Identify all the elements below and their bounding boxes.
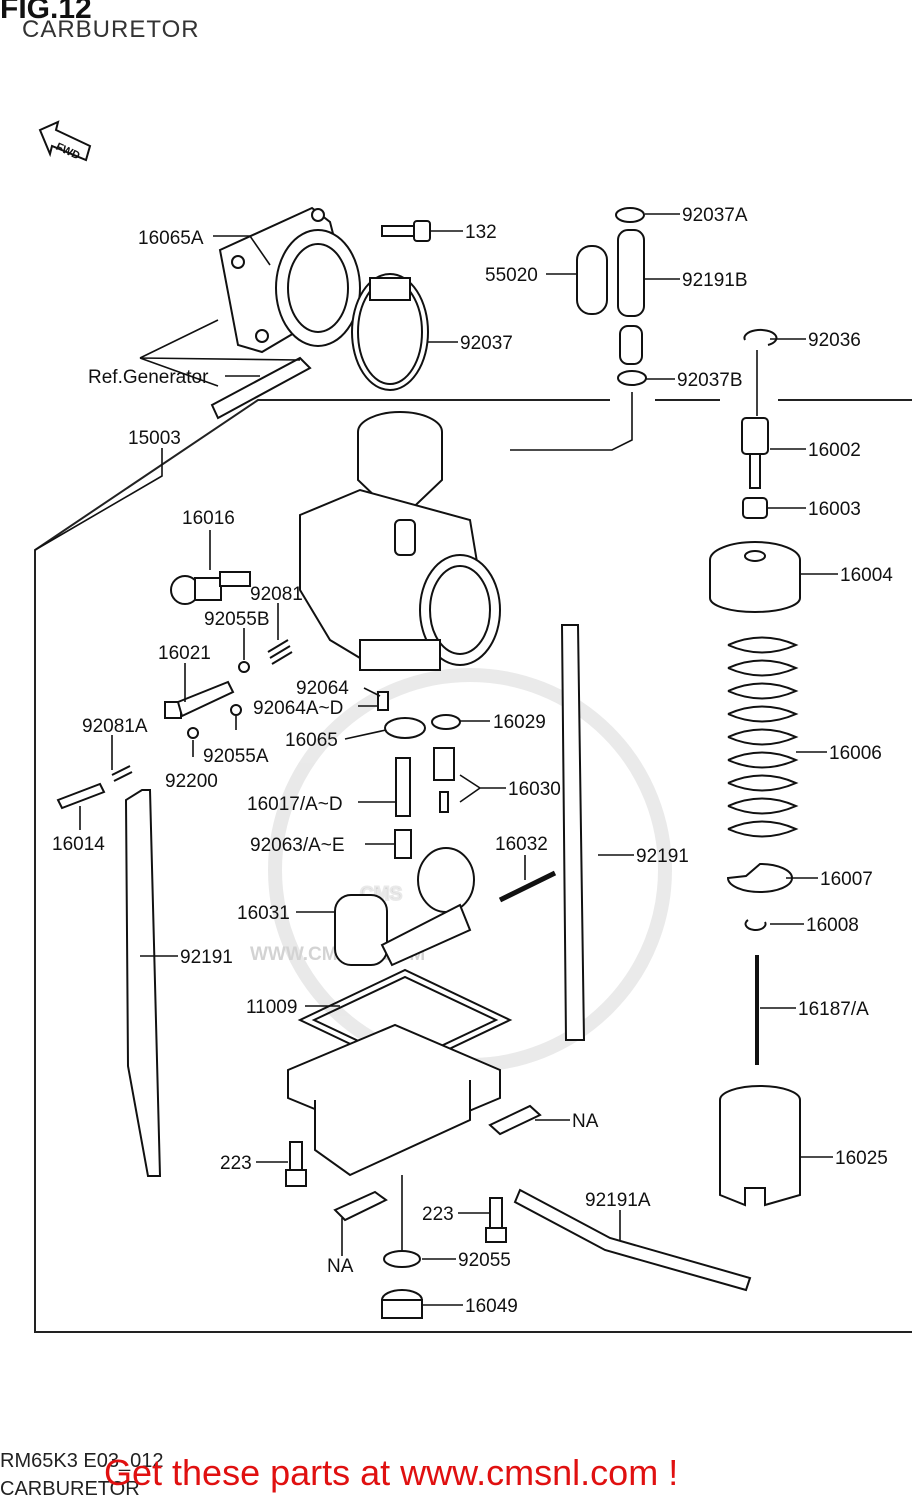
diagram-name: CARBURETOR <box>0 1478 140 1500</box>
oring-92055 <box>383 1250 421 1268</box>
clamp-92037 <box>351 273 429 391</box>
clip-92036 <box>743 328 778 346</box>
part-label: 92055B <box>204 609 270 630</box>
part-label: 223 <box>220 1153 252 1174</box>
part-label: 16049 <box>465 1296 518 1317</box>
part-label: 16187/A <box>798 999 869 1020</box>
plug-16049 <box>381 1289 423 1319</box>
part-label: NA <box>572 1111 599 1132</box>
screw-223-left <box>285 1141 307 1187</box>
part-label: 16014 <box>52 834 105 855</box>
part-label: 55020 <box>485 265 538 286</box>
part-label: 92037A <box>682 205 748 226</box>
part-label: 16004 <box>840 565 893 586</box>
adjuster-16016 <box>170 571 251 605</box>
screw-16014 <box>56 782 106 810</box>
spring-16006 <box>727 636 799 838</box>
part-label: 16030 <box>508 779 561 800</box>
part-label: 92055 <box>458 1250 511 1271</box>
part-label: 16016 <box>182 508 235 529</box>
part-label: 16002 <box>808 440 861 461</box>
float-16031 <box>334 847 475 967</box>
ref-generator-plate <box>210 356 312 420</box>
screw-223-right <box>485 1197 507 1243</box>
washer-16029 <box>431 714 461 730</box>
part-label: 92081A <box>82 716 148 737</box>
part-labels: 16065A 132 92037A 55020 92191B 92037 920… <box>52 205 893 1317</box>
part-label: 16021 <box>158 643 211 664</box>
nut-16003 <box>742 497 768 519</box>
part-label: 92063/A~E <box>250 835 345 856</box>
diagram-code: RM65K3 E03_012 <box>0 1450 164 1472</box>
part-label: 16017/A~D <box>247 794 343 815</box>
part-label: 16003 <box>808 499 861 520</box>
part-label: 16006 <box>829 743 882 764</box>
part-label: 92191 <box>180 947 233 968</box>
bolt-132 <box>381 220 431 242</box>
part-label: 92037B <box>677 370 743 391</box>
tube-92191-left <box>124 789 162 1177</box>
part-label: 132 <box>465 222 497 243</box>
part-label: 16029 <box>493 712 546 733</box>
figure-subtitle: CARBURETOR <box>22 16 200 43</box>
part-label: 92064A~D <box>253 698 343 719</box>
bracket-na-right <box>488 1104 542 1136</box>
part-label: 92064 <box>296 678 349 699</box>
part-label: 16008 <box>806 915 859 936</box>
tube-92191B <box>617 229 645 317</box>
part-label: 16025 <box>835 1148 888 1169</box>
part-label: 92055A <box>203 746 269 767</box>
clip-92037B <box>617 370 647 386</box>
leader-lines <box>34 213 838 1306</box>
part-label: NA <box>327 1256 354 1277</box>
cap-16004 <box>709 541 801 613</box>
plate-16007 <box>726 862 793 893</box>
part-label: 16031 <box>237 903 290 924</box>
part-label: 223 <box>422 1204 454 1225</box>
part-label: 16065A <box>138 228 204 249</box>
promo-banner: Get these parts at www.cmsnl.com ! <box>104 1452 679 1493</box>
figure-title: FIG.12 <box>0 0 92 25</box>
jet-16030 <box>433 747 455 781</box>
filter-55020 <box>576 245 608 315</box>
carb-body-15003 <box>299 411 501 672</box>
jet-92063 <box>394 829 412 859</box>
insulator-16065A <box>218 206 361 354</box>
spring-92081A <box>111 765 133 782</box>
part-label: 11009 <box>246 997 297 1018</box>
part-label: 92191A <box>585 1190 651 1211</box>
ring-92055A <box>230 704 242 716</box>
forward-arrow-icon: FWD <box>38 120 92 162</box>
clip-92037A <box>615 207 645 223</box>
part-16065 <box>384 717 426 739</box>
part-label: 16065 <box>285 730 338 751</box>
screw-16002 <box>741 417 769 455</box>
part-label: 16032 <box>495 834 548 855</box>
tube-92191A <box>513 1188 752 1292</box>
part-label: 15003 <box>128 428 181 449</box>
part-92064 <box>377 691 389 711</box>
ring-92055B <box>238 661 250 673</box>
part-label: 92191 <box>636 846 689 867</box>
throttle-valve-16025 <box>719 1085 801 1207</box>
part-label: Ref.Generator <box>88 367 209 388</box>
part-label: 92081 <box>250 584 303 605</box>
part-label: 92037 <box>460 333 513 354</box>
spring-92081 <box>267 639 293 665</box>
bracket-na-left <box>333 1190 388 1222</box>
oring-92200 <box>187 727 199 739</box>
screw-16021 <box>164 680 235 719</box>
part-label: 92191B <box>682 270 748 291</box>
float-bowl <box>287 1023 501 1177</box>
part-label: 92200 <box>165 771 218 792</box>
parts-drawings <box>56 206 801 1319</box>
part-label: 16007 <box>820 869 873 890</box>
jet-16017 <box>395 757 411 817</box>
part-label: 92036 <box>808 330 861 351</box>
tube-92191-right <box>560 624 586 1041</box>
pin-16032 <box>498 870 557 903</box>
clip-16008 <box>744 919 767 931</box>
